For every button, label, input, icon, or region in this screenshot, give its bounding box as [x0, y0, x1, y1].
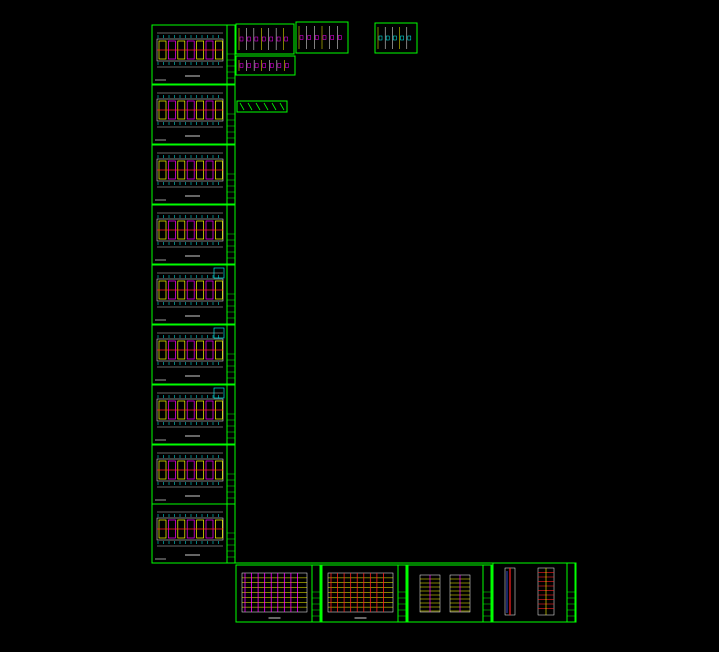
elevation-sheet-row — [234, 562, 577, 623]
detail-mark — [254, 63, 259, 68]
legend-stroke — [247, 102, 253, 111]
floor-plan-sheet[interactable] — [151, 144, 236, 205]
title-block — [226, 84, 236, 145]
elevation-sheet[interactable] — [492, 562, 577, 623]
floor-plan-sheet[interactable] — [151, 264, 236, 325]
legend-border — [236, 100, 288, 113]
title-block — [226, 324, 236, 385]
detail-mark — [400, 35, 404, 41]
legend-stroke — [255, 102, 261, 111]
sheet-border — [374, 22, 418, 54]
detail-mark — [247, 63, 251, 68]
key-plan — [213, 267, 225, 279]
title-block — [482, 564, 492, 623]
legend-stroke — [239, 102, 245, 111]
detail-mark — [277, 63, 282, 68]
floor-plan-sheet[interactable] — [151, 24, 236, 85]
detail-sheet[interactable] — [235, 23, 295, 55]
floor-plan-sheet[interactable] — [151, 324, 236, 385]
detail-sheet[interactable] — [235, 55, 296, 76]
title-block — [226, 204, 236, 265]
sheet-border — [407, 564, 493, 623]
sheet-border — [235, 564, 322, 623]
detail-mark — [385, 35, 390, 41]
detail-mark — [393, 35, 397, 41]
detail-mark — [330, 35, 334, 40]
detail-mark — [322, 35, 327, 40]
legend-stroke — [279, 102, 285, 111]
key-plan — [213, 387, 225, 399]
detail-mark — [276, 36, 281, 42]
elevation-sheet[interactable] — [321, 564, 408, 623]
detail-mark — [407, 35, 412, 41]
detail-mark — [378, 35, 383, 41]
legend-stroke — [271, 102, 277, 111]
floor-plan-sheet[interactable] — [151, 503, 236, 564]
detail-mark — [269, 36, 273, 42]
floor-plan-sheet[interactable] — [151, 384, 236, 445]
sheet-border — [295, 21, 349, 54]
sheet-border — [235, 23, 295, 55]
title-block — [397, 564, 407, 623]
detail-mark — [299, 35, 304, 40]
sheet-border — [235, 55, 296, 76]
legend-stroke — [263, 102, 269, 111]
floor-plan-sheet[interactable] — [151, 204, 236, 265]
legend-strip[interactable] — [236, 100, 288, 113]
detail-mark — [315, 35, 319, 40]
title-block — [311, 564, 321, 623]
sheet-border — [492, 562, 577, 623]
detail-mark — [338, 35, 342, 40]
floor-plan-column — [151, 24, 236, 564]
detail-mark — [285, 63, 289, 68]
detail-sheet[interactable] — [295, 21, 349, 54]
detail-mark — [307, 35, 311, 40]
detail-mark — [270, 63, 274, 68]
floor-plan-sheet[interactable] — [151, 84, 236, 145]
sheet-border — [321, 564, 408, 623]
title-block — [226, 444, 236, 505]
title-block — [566, 562, 576, 623]
floor-plan-sheet[interactable] — [151, 444, 236, 505]
key-plan — [213, 327, 225, 339]
elevation-sheet[interactable] — [235, 564, 322, 623]
detail-mark — [254, 36, 259, 42]
detail-mark — [262, 36, 266, 42]
detail-mark — [239, 63, 244, 68]
title-block — [226, 384, 236, 445]
detail-sheet-group — [235, 21, 418, 113]
detail-mark — [247, 36, 251, 42]
detail-sheet[interactable] — [374, 22, 418, 54]
elevation-sheet[interactable] — [407, 564, 493, 623]
detail-mark — [239, 36, 244, 42]
title-block — [226, 24, 236, 85]
title-block — [226, 264, 236, 325]
title-block — [226, 503, 236, 564]
title-block — [226, 144, 236, 205]
detail-mark — [284, 36, 288, 42]
detail-mark — [262, 63, 266, 68]
